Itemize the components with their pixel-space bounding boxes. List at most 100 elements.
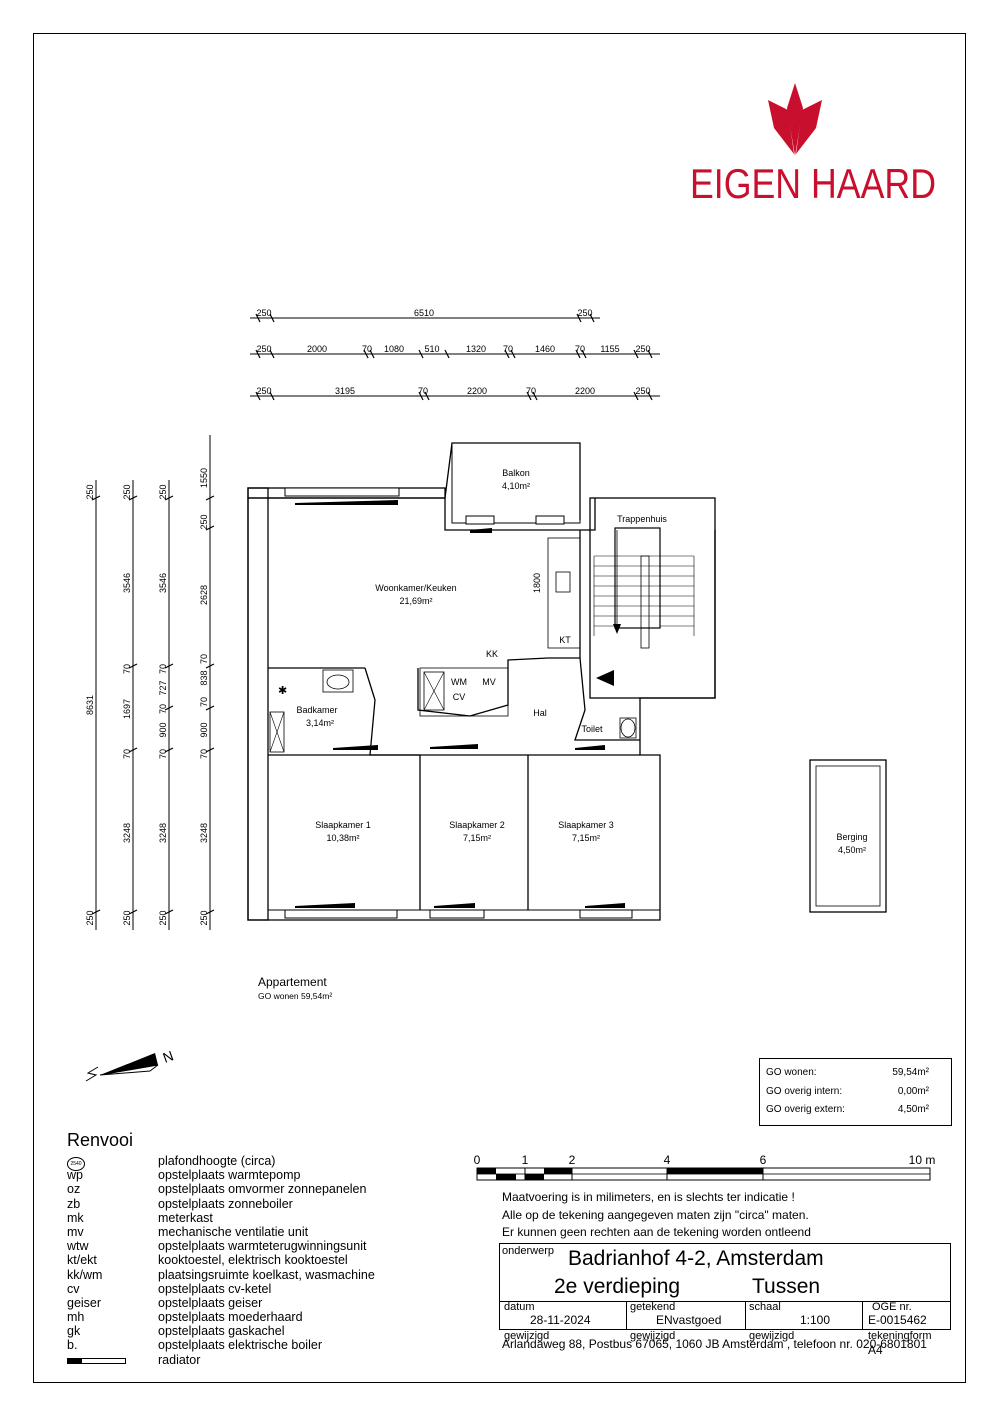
compass-label: N xyxy=(161,1047,176,1065)
dim-label: 70 xyxy=(158,664,168,674)
dim-label: 70 xyxy=(199,697,209,707)
radiator-icon xyxy=(67,1357,126,1364)
brand-name: EIGEN HAARD xyxy=(690,160,936,207)
dim-label: 70 xyxy=(158,749,168,759)
dim-label: 250 xyxy=(635,386,650,396)
room-name: Slaapkamer 1 xyxy=(315,820,371,830)
legend-key: gk xyxy=(67,1324,81,1339)
legend-row: geiser opstelplaats geiser xyxy=(67,1296,375,1310)
storage-wall xyxy=(809,759,887,913)
legend-key: kt/ekt xyxy=(67,1253,97,1268)
room-name: Trappenhuis xyxy=(617,514,667,524)
legend-desc: opstelplaats moederhaard xyxy=(158,1310,303,1325)
dim-label: 250 xyxy=(122,484,132,499)
room-area: 3,14m² xyxy=(306,718,334,728)
fixture-label: KK xyxy=(486,649,498,659)
room-name: Hal xyxy=(533,708,547,718)
room-name: Slaapkamer 2 xyxy=(449,820,505,830)
room-name: Slaapkamer 3 xyxy=(558,820,614,830)
note-line: Er kunnen geen rechten aan de tekening w… xyxy=(502,1225,811,1239)
legend-row: 2540 plafondhoogte (circa) xyxy=(67,1154,375,1171)
tekeningform-value: A4 xyxy=(868,1343,883,1357)
fixture-label: MV xyxy=(482,677,496,687)
legend-desc: opstelplaats geiser xyxy=(158,1295,263,1310)
summary-value: 59,54m² xyxy=(892,1067,929,1078)
legend-desc: opstelplaats warmteterugwinningsunit xyxy=(158,1239,367,1254)
legend-desc: opstelplaats zonneboiler xyxy=(158,1196,293,1211)
floor: 2e verdieping xyxy=(554,1275,681,1298)
dim-label: 3248 xyxy=(122,823,132,843)
dim-label: 1460 xyxy=(535,344,555,354)
dim-label: 3248 xyxy=(199,823,209,843)
scale-label: 1 xyxy=(522,1153,529,1167)
radiator xyxy=(295,500,398,505)
radiator xyxy=(575,745,605,750)
scale-bar: 0 1 2 4 6 10 m xyxy=(474,1153,935,1181)
legend-row: b.opstelplaats elektrische boiler xyxy=(67,1338,375,1352)
dim-label: 250 xyxy=(85,484,95,499)
dim-label: 70 xyxy=(362,344,372,354)
dim-label: 250 xyxy=(577,308,592,318)
radiator xyxy=(585,903,625,908)
legend-key: geiser xyxy=(67,1295,102,1310)
oge-number: E-0015462 xyxy=(868,1313,927,1327)
dim-label: 70 xyxy=(199,654,209,664)
legend-key: mh xyxy=(67,1310,85,1325)
window xyxy=(284,909,398,919)
room-name: Toilet xyxy=(581,724,603,734)
dim-label: 250 xyxy=(256,308,271,318)
dim-label: 250 xyxy=(256,386,271,396)
dim-label: 1550 xyxy=(199,468,209,488)
legend-key: zb xyxy=(67,1196,81,1211)
dim-label: 3248 xyxy=(158,823,168,843)
dim-label: 3195 xyxy=(335,386,355,396)
scale-label: 0 xyxy=(474,1153,481,1167)
gewijzigd-label: gewijzigd xyxy=(749,1330,795,1342)
radiator xyxy=(333,745,378,750)
dim-label: 250 xyxy=(85,910,95,925)
address: Badrianhof 4-2, Amsterdam xyxy=(568,1247,824,1270)
ceiling-height-icon: 2540 xyxy=(67,1157,85,1171)
legend-desc: kooktoestel, elektrisch kooktoestel xyxy=(158,1253,348,1268)
legend-row: mh opstelplaats moederhaard xyxy=(67,1310,375,1324)
legend-desc: opstelplaats cv-ketel xyxy=(158,1281,272,1296)
dim-label: 2000 xyxy=(307,344,327,354)
dim-label: 250 xyxy=(158,910,168,925)
window xyxy=(429,909,485,919)
dim-label: 250 xyxy=(199,910,209,925)
dim-label: 250 xyxy=(635,344,650,354)
dim-label: 1697 xyxy=(122,699,132,719)
legend-desc: radiator xyxy=(158,1352,201,1367)
outer-wall-thick xyxy=(247,487,269,921)
legend-desc: plafondhoogte (circa) xyxy=(158,1154,276,1168)
summary-label: GO overig extern: xyxy=(766,1104,845,1115)
dim-label: 838 xyxy=(199,670,209,685)
legend-row: gk opstelplaats gaskachel xyxy=(67,1324,375,1338)
fixture-label: WM xyxy=(451,677,467,687)
eigen-haard-logo xyxy=(768,83,822,156)
window xyxy=(465,515,495,525)
dim-label: 250 xyxy=(199,514,209,529)
dim-label: 3546 xyxy=(158,573,168,593)
fixture-symbol: ✱ xyxy=(278,685,287,697)
apartment-subtitle: GO wonen 59,54m² xyxy=(258,991,332,1000)
stair-arrow-icon xyxy=(596,670,614,686)
stairwell-wall xyxy=(589,497,716,699)
dim-label: 2200 xyxy=(467,386,487,396)
title-block: onderwerp Badrianhof 4-2, Amsterdam 2e v… xyxy=(499,1243,951,1342)
hall-wall xyxy=(364,667,420,756)
scale-label: 6 xyxy=(760,1153,767,1167)
dim-label: 250 xyxy=(256,344,271,354)
legend-key: wp xyxy=(67,1168,83,1183)
legend-desc: opstelplaats gaskachel xyxy=(158,1324,285,1339)
legend-key: mv xyxy=(67,1224,84,1239)
area-summary: GO wonen:59,54m² GO overig intern:0,00m²… xyxy=(759,1058,952,1126)
dim-label: 70 xyxy=(122,749,132,759)
radiator xyxy=(295,903,355,908)
summary-value: 4,50m² xyxy=(897,1104,929,1115)
dim-label: 6510 xyxy=(414,308,434,318)
